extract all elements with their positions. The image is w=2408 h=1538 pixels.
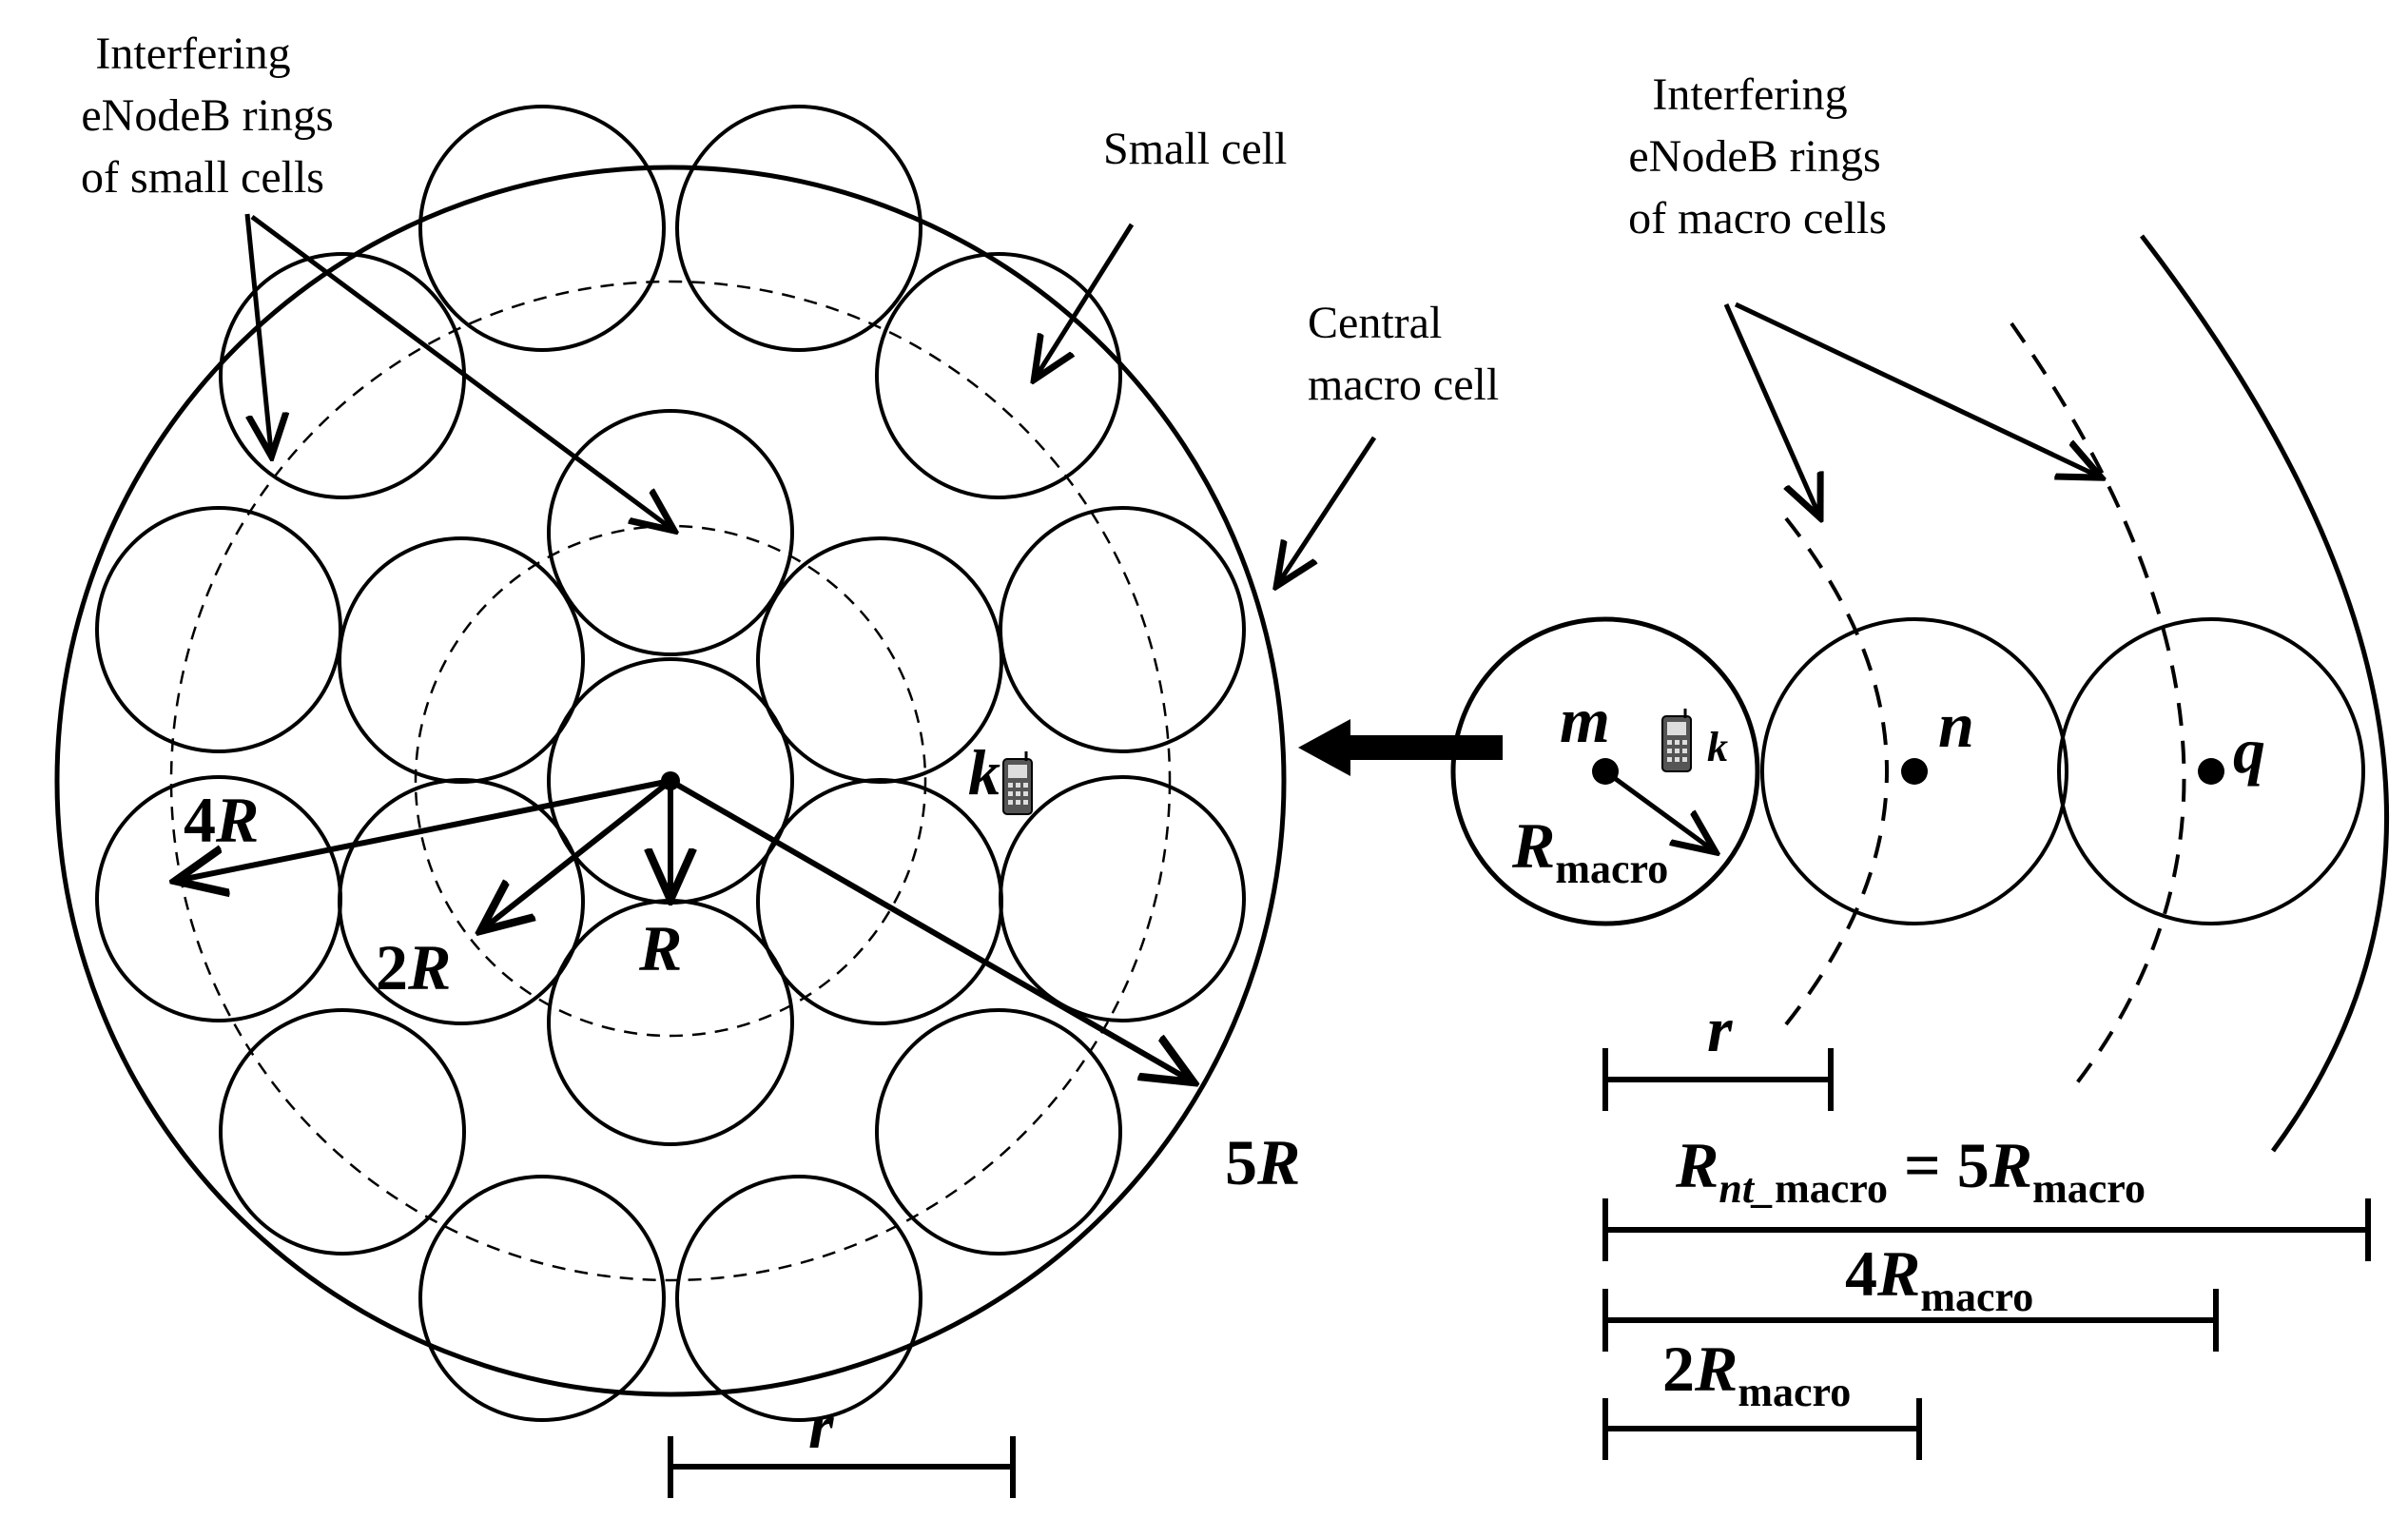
label-small-cell: Small cell — [1103, 124, 1287, 174]
interfering-macro-ring-outer — [2010, 321, 2186, 1096]
big-arrow — [1298, 719, 1503, 776]
scale-bar-2rmacro — [1602, 1398, 1922, 1460]
label-user-k-left: k — [968, 736, 1000, 808]
small-cell — [418, 1175, 666, 1422]
label-central-macro-1: Central — [1308, 298, 1442, 348]
enodeb-q — [2198, 758, 2224, 785]
label-2rmacro: 2Rmacro — [1662, 1333, 1851, 1415]
central-macro-cell-boundary — [54, 165, 1287, 1397]
small-cell — [875, 252, 1122, 499]
label-interfering-small-2: eNodeB rings — [81, 90, 333, 141]
arrow-radius-2r — [485, 778, 672, 927]
central-macro-cell-group — [54, 105, 1287, 1422]
arrow-rmacro — [1603, 769, 1712, 849]
small-cell — [547, 409, 794, 656]
phone-icon — [1661, 709, 1692, 772]
callout-arrow-macro-ring-inner — [1723, 302, 1818, 514]
small-cell — [675, 1175, 922, 1422]
arrow-radius-4r — [181, 778, 671, 880]
label-q: q — [2233, 714, 2265, 787]
label-5r: 5R — [1225, 1126, 1300, 1198]
callout-arrows-right — [1723, 302, 2097, 514]
interfering-small-cell-ring-inner — [414, 524, 927, 1038]
label-interfering-macro-1: Interfering — [1652, 69, 1847, 120]
macro-cell-m — [1450, 616, 1760, 926]
label-r-scale-left: r — [808, 1390, 834, 1462]
small-cell — [219, 1008, 466, 1256]
small-cell — [999, 775, 1246, 1022]
label-interfering-macro-3: of macro cells — [1628, 193, 1887, 243]
scale-bar-r-left — [668, 1436, 1016, 1498]
right-text-labels: Interfering eNodeB rings of macro cells … — [1511, 69, 2265, 1415]
label-interfering-macro-2: eNodeB rings — [1628, 131, 1880, 182]
label-4rmacro: 4Rmacro — [1845, 1237, 2033, 1320]
scale-bars-right — [1602, 1048, 2371, 1460]
label-n: n — [1938, 689, 1974, 761]
phone-icon — [1002, 751, 1033, 815]
label-user-k-right: k — [1707, 724, 1728, 770]
arrow-radius-5r — [669, 778, 1189, 1080]
scale-bar-r-right — [1602, 1048, 1834, 1111]
interfering-small-cell-ring-outer — [169, 280, 1172, 1282]
scale-bar-rnt-macro — [1602, 1198, 2371, 1261]
small-cell — [418, 105, 666, 352]
label-interfering-small-1: Interfering — [95, 29, 290, 79]
label-rnt-macro: Rnt_macro = 5Rmacro — [1675, 1129, 2146, 1212]
callout-arrow-inner-ring — [250, 214, 670, 528]
small-cell — [756, 536, 1003, 784]
label-central-macro-2: macro cell — [1308, 360, 1499, 410]
macro-cells-group — [1450, 234, 2390, 1153]
small-cell — [95, 506, 342, 753]
interfering-macro-ring-inner — [1784, 516, 1889, 1026]
callout-arrow-central-macro — [1279, 436, 1377, 582]
small-cell — [95, 775, 342, 1022]
small-cell — [338, 536, 585, 784]
label-r: R — [638, 912, 682, 984]
label-interfering-small-3: of small cells — [81, 152, 324, 203]
label-r-scale-right: r — [1707, 993, 1733, 1065]
callout-arrow-macro-ring-outer — [1734, 302, 2097, 476]
macro-cell-n — [1760, 617, 2068, 925]
interfering-macro-boundary-arc — [2140, 234, 2390, 1153]
small-cell — [999, 506, 1246, 753]
callout-arrow-small-cell — [1037, 223, 1135, 376]
small-cells — [95, 105, 1246, 1422]
label-4r: 4R — [184, 784, 259, 856]
macro-enodeb-dot — [661, 771, 680, 790]
small-cell — [875, 1008, 1122, 1256]
small-cell — [675, 105, 922, 352]
macro-cell-q — [2057, 617, 2365, 925]
scale-bar-4rmacro — [1602, 1289, 2219, 1352]
enodeb-n — [1901, 758, 1928, 785]
left-text-labels: Interfering eNodeB rings of small cells … — [81, 29, 1499, 1198]
label-2r: 2R — [376, 931, 451, 1003]
radius-arrows — [181, 778, 1189, 1080]
label-m: m — [1560, 684, 1610, 756]
callout-arrows-left — [244, 213, 1377, 582]
label-rmacro: Rmacro — [1511, 809, 1668, 892]
callout-arrow-outer-ring — [244, 213, 271, 452]
